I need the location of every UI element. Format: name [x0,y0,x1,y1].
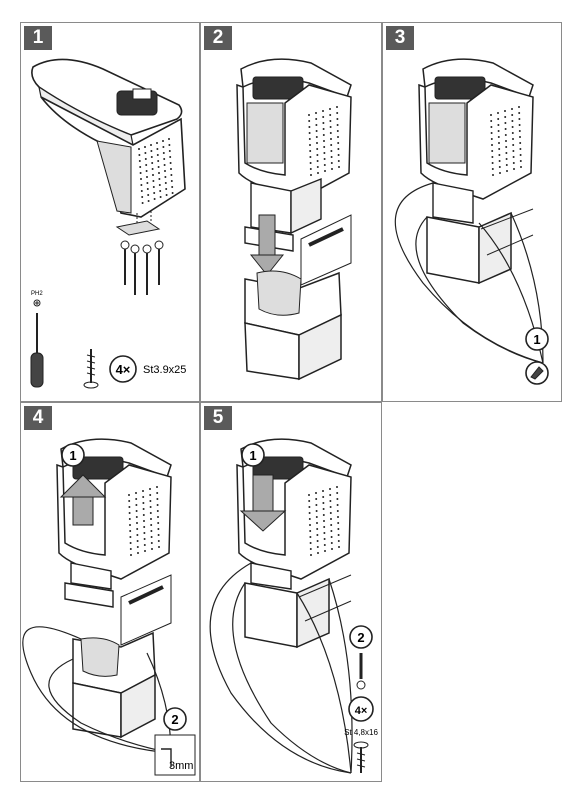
gap-label: 3mm [169,760,193,772]
step-4-panel: 4 1 2 3mm [20,402,200,782]
step-5-illustration: 1 2 4× St 4,8x16 [209,438,378,774]
hinge [252,76,304,100]
callout-1 [61,443,85,467]
perforation-pattern [138,138,174,204]
step-1-illustration: PH2 4× St3.9x25 [30,58,186,389]
callout-label: 1 [249,448,256,463]
callout-1 [241,443,265,467]
callout-label: 1 [533,332,540,347]
screw-icon [83,349,99,389]
armrest-body [236,83,352,200]
perforation-pattern [308,486,340,556]
step-number: 1 [24,26,52,50]
screw-icon [353,741,369,773]
down-arrow-icon [239,474,287,532]
step-5-panel: 5 1 2 4× St 4,8x16 [200,402,382,782]
callout-1 [525,327,549,351]
step-number: 3 [386,26,414,50]
perforation-pattern [128,486,160,556]
driver-label: PH2 [31,291,43,297]
step-1-panel: 1 PH2 [20,22,200,402]
callout-label: 2 [357,630,364,645]
gap-detail [154,734,196,776]
up-arrow-icon [59,474,107,526]
armrest-body [236,463,352,580]
perforation-pattern [308,106,340,176]
screwdriver-icon: PH2 [30,291,44,388]
step-number: 4 [24,406,52,430]
callout-2 [163,707,187,731]
screw-spec: St3.9x25 [143,364,186,376]
step-4-illustration: 1 2 3mm [22,438,196,776]
console-base [426,216,480,284]
callout-2 [349,625,373,649]
callout-label: 1 [69,448,76,463]
step-3-illustration: 1 [394,58,549,385]
down-arrow-icon [249,214,285,276]
screw-quantity: 4× [116,362,131,377]
console-base [244,582,298,648]
console-base [72,682,122,738]
side-panel [96,140,132,214]
armrest-body [56,463,172,580]
mounting-screws [120,240,164,295]
step-3-panel: 3 1 [382,22,562,402]
release-latch [132,88,152,100]
mounting-plate [115,220,161,236]
screw-spec: St 4,8x16 [344,728,378,737]
screw-quantity: 4× [355,705,368,717]
screwdriver-icon [356,653,366,690]
callout-label: 2 [171,712,178,727]
perforation-pattern [490,106,522,176]
step-2-panel: 2 [200,22,382,402]
step-2-illustration [236,58,352,381]
step-number: 2 [204,26,232,50]
quantity-badge [348,696,374,722]
step-number: 5 [204,406,232,430]
armrest-body [418,83,534,200]
quantity-badge [109,355,137,383]
